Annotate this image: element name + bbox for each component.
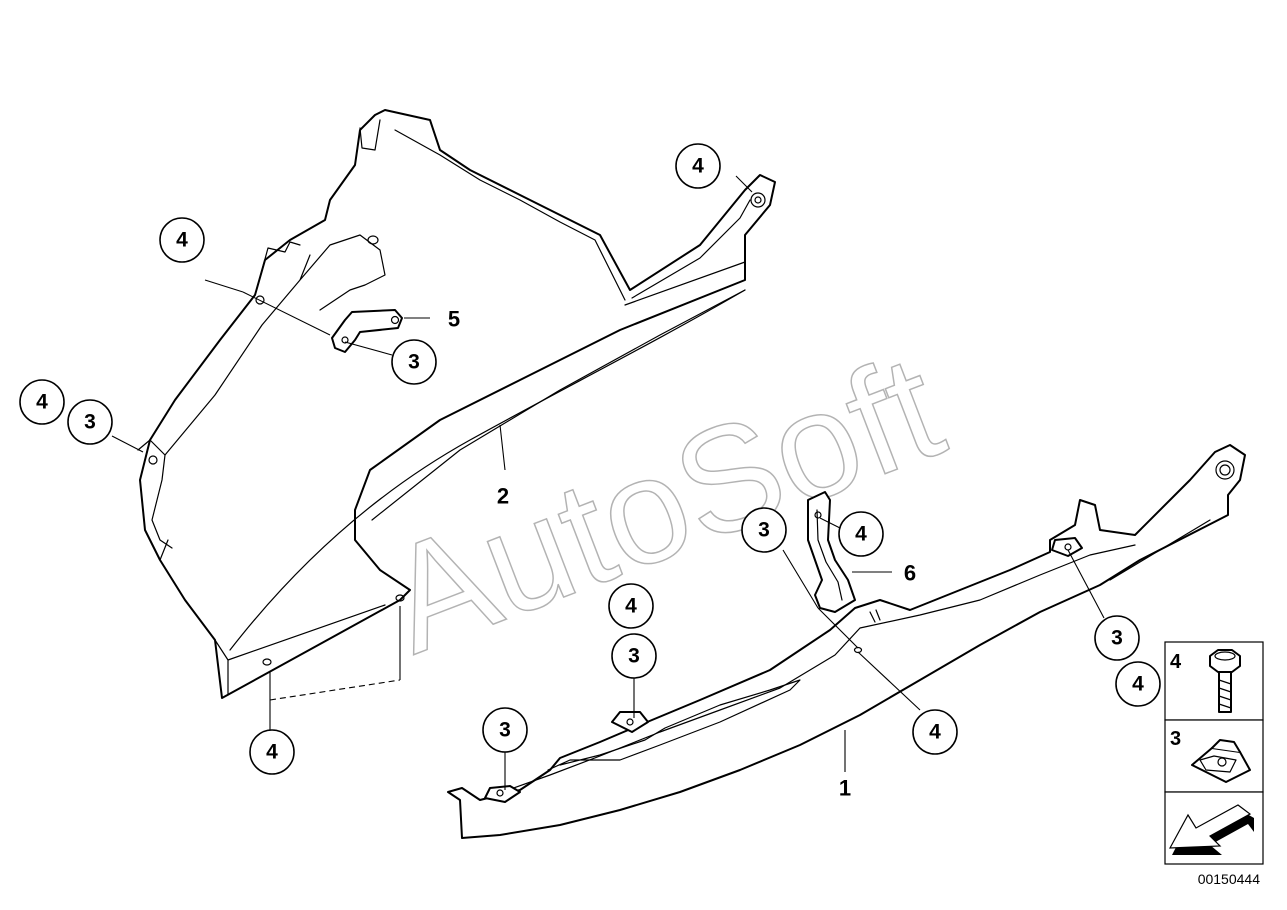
part-1-upper-edge <box>479 544 1136 801</box>
part-2-curve <box>229 289 746 651</box>
callout-3-bracket: 3 <box>391 339 437 385</box>
part-1-tab-right <box>1051 537 1083 557</box>
part-5-hole <box>390 315 400 325</box>
part-5-outline <box>331 309 403 353</box>
svg-text:4: 4 <box>855 523 867 546</box>
part-2-left-flange <box>137 439 173 561</box>
legend-item-arrow <box>1164 791 1264 865</box>
legend-panel: 4 3 <box>1164 641 1264 887</box>
legend-number-4: 4 <box>1170 651 1182 673</box>
clip-nut-icon <box>1191 739 1251 783</box>
callout-4-bottom-left: 4 <box>249 729 295 775</box>
svg-text:4: 4 <box>692 155 704 178</box>
part-2-mount-hole-inner <box>754 196 762 204</box>
part-6-outline <box>807 491 856 613</box>
part-1-inner-rail <box>547 679 801 771</box>
leader-3-center-left <box>782 549 819 609</box>
callout-3-left: 3 <box>67 399 113 445</box>
svg-text:4: 4 <box>266 741 278 764</box>
part-label-1: 1 <box>839 776 851 801</box>
part-1-outline <box>447 444 1246 839</box>
leader-3-bracket <box>344 341 393 356</box>
part-label-6: 6 <box>904 561 916 586</box>
svg-text:4: 4 <box>625 595 637 618</box>
callout-4-bottom-center: 4 <box>912 709 958 755</box>
svg-text:4: 4 <box>929 721 941 744</box>
callout-3-center-left: 3 <box>741 507 787 553</box>
legend-item-bolt: 4 <box>1164 641 1264 721</box>
callout-3-right: 3 <box>1094 615 1140 661</box>
callout-4-upper-left: 4 <box>159 217 205 263</box>
part-2-inner-edge <box>214 604 386 696</box>
part-2-arm <box>371 261 746 521</box>
leader-4-top-right <box>735 175 753 193</box>
part-label-2: 2 <box>497 484 509 509</box>
leader-2 <box>499 424 506 471</box>
svg-text:3: 3 <box>758 519 770 542</box>
leader-3-left <box>111 435 144 453</box>
part-2-hole-wall <box>367 235 379 245</box>
part-5-clip-hole <box>341 336 349 344</box>
part-1-mount-hole-inner <box>1219 464 1231 476</box>
callout-4-right: 4 <box>1115 661 1161 707</box>
part-2-hole-right <box>395 594 405 602</box>
part-2-outline <box>139 109 776 699</box>
hex-bolt-icon <box>1209 649 1241 713</box>
part-6-hole <box>814 511 822 519</box>
leader-3-center-left-2 <box>817 607 859 649</box>
svg-text:3: 3 <box>499 719 511 742</box>
svg-text:4: 4 <box>1132 673 1144 696</box>
leader-4-upper-left <box>204 279 244 293</box>
callout-3-center: 3 <box>611 633 657 679</box>
part-2-top-rim <box>394 129 626 301</box>
part-6-bracket <box>807 491 856 613</box>
svg-text:3: 3 <box>408 351 420 374</box>
callout-3-bottom: 3 <box>482 707 528 753</box>
part-1-trim <box>447 444 1246 839</box>
part-2-tabs <box>261 119 381 271</box>
callout-4-left: 4 <box>19 379 65 425</box>
svg-text:3: 3 <box>1111 627 1123 650</box>
part-2-inner-wall <box>164 234 386 456</box>
svg-text:4: 4 <box>176 229 188 252</box>
part-6-inner-edge <box>816 509 843 601</box>
svg-text:4: 4 <box>36 391 48 414</box>
svg-text:3: 3 <box>84 411 96 434</box>
legend-item-clip-nut: 3 <box>1164 719 1264 793</box>
part-1-tab-center-hole <box>626 718 634 726</box>
part-label-5: 5 <box>448 307 460 332</box>
callout-4-bracket6: 4 <box>838 511 884 557</box>
leader-3-right <box>1067 549 1105 619</box>
part-1-slot <box>869 609 881 623</box>
part-2-panel <box>137 109 776 699</box>
leader-4-bottom-center <box>857 651 921 711</box>
callout-4-center-top: 4 <box>608 583 654 629</box>
callouts: 4 4 3 4 3 4 3 <box>19 143 1161 775</box>
part-2-rim-lip <box>631 199 751 299</box>
diagram-id: 00150444 <box>1198 871 1261 887</box>
part-labels: 2 5 6 1 <box>448 307 916 801</box>
part-5-bracket <box>331 309 403 353</box>
legend-number-3: 3 <box>1170 728 1181 750</box>
leader-4-upper-left-2 <box>242 291 331 336</box>
part-1-tab-bottom-hole <box>496 789 504 797</box>
part-2-hole-left <box>148 455 158 465</box>
part-2-mount-hole <box>750 192 766 208</box>
part-1-tab-center <box>611 711 649 733</box>
part-2-hole-bottom <box>262 658 272 666</box>
leader-lines <box>111 175 1105 790</box>
callout-4-top-right: 4 <box>675 143 721 189</box>
leader-4-bottom-left-2 <box>269 679 401 701</box>
part-2-hole-upper <box>255 295 265 305</box>
part-1-rib <box>1099 514 1229 586</box>
arrow-left-down-icon <box>1168 804 1254 855</box>
svg-text:3: 3 <box>628 645 640 668</box>
part-1-mount-hole <box>1215 460 1235 480</box>
leader-4-bracket6 <box>819 517 841 529</box>
